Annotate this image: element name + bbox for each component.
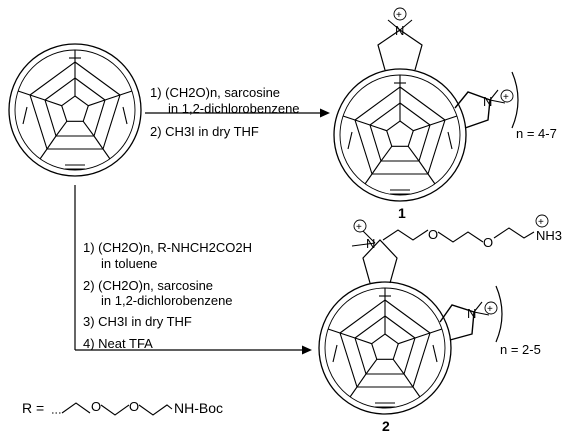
r2-step3: 3) CH3I in dry THF [83,314,192,329]
p1-side-charge: + [503,92,509,103]
reaction-arrow-1 [145,108,330,118]
p2-top-n-label: N [366,236,375,251]
r2-step1-line2: in toluene [101,256,157,271]
p2-chain-o1: O [428,227,438,242]
c60-starting-material [8,43,142,177]
p2-side-charge: + [487,304,493,315]
r-group-chain: O O [52,399,173,416]
reaction-arrow-2 [74,185,312,355]
p1-top-n-label: N [395,23,404,38]
r1-step2: 2) CH3I in dry THF [150,124,259,139]
r2-step2-line1: 2) (CH2O)n, sarcosine [83,278,213,293]
p1-n-range: n = 4-7 [516,126,557,141]
p2-amine: NH3 [536,228,562,243]
r1-step1-line2: in 1,2-dichlorobenzene [168,101,300,116]
r2-step4: 4) Neat TFA [83,336,153,351]
p2-side-n-label: N [467,306,476,321]
r1-step1-line1: 1) (CH2O)n, sarcosine [150,85,280,100]
r-group-o2: O [129,399,139,414]
r2-step2-line2: in 1,2-dichlorobenzene [101,293,233,308]
r-group-o1: O [91,399,101,414]
p2-chain-o2: O [483,235,493,250]
p2-n-range: n = 2-5 [500,342,541,357]
p2-top-charge: + [356,222,362,233]
p1-top-charge: + [396,10,402,21]
r-group-suffix: NH-Boc [174,400,223,416]
r2-step1-line1: 1) (CH2O)n, R-NHCH2CO2H [83,240,252,255]
p1-side-n-label: N [483,94,492,109]
r-group-prefix: R = [22,400,44,416]
p2-amine-charge: + [538,217,544,228]
product-1-label: 1 [398,205,406,221]
product-2-label: 2 [382,418,390,434]
product-1-structure: N + N + [333,7,519,202]
product-2-structure: N + O O NH3 + N + [318,214,562,415]
